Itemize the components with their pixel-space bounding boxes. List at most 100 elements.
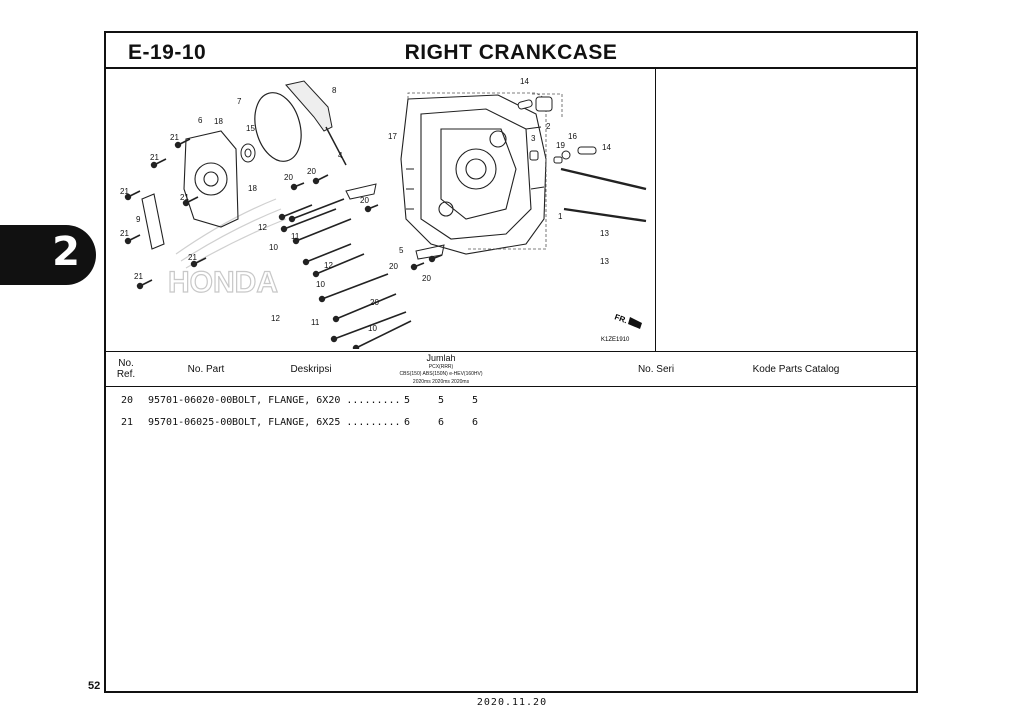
o-ring	[254, 92, 302, 162]
callout-1: 1	[558, 212, 563, 221]
callout-19: 19	[556, 141, 565, 150]
bolt-head	[428, 255, 436, 263]
callout-20: 20	[307, 167, 316, 176]
bolt-head	[150, 161, 158, 169]
callout-21: 21	[120, 229, 129, 238]
plate-4	[345, 183, 377, 200]
callout-12: 12	[271, 314, 280, 323]
col-kode: Kode Parts Catalog	[752, 364, 840, 375]
callout-6: 6	[198, 116, 203, 125]
small-parts	[517, 96, 597, 164]
col-model: PCX(RRR)	[428, 364, 454, 370]
oil-seal	[240, 143, 256, 163]
bolt	[295, 218, 352, 242]
callout-11: 11	[291, 232, 300, 241]
bolt-head	[302, 258, 310, 266]
callout-16: 16	[568, 132, 577, 141]
col-no-part: No. Part	[187, 364, 225, 375]
cell-qty-abs: 5	[438, 395, 445, 406]
callout-3: 3	[531, 134, 536, 143]
col-years: 2020ms 2020ms 2020ms	[412, 379, 470, 385]
col-no-ref: No. Ref.	[116, 358, 136, 380]
bolt	[333, 311, 407, 340]
cell-desc: BOLT, FLANGE, 6X25 .........	[232, 417, 401, 428]
cell-qty-abs: 6	[438, 417, 445, 428]
callout-labels: 1234567891010101111121212131314141516171…	[120, 77, 611, 333]
bolt-head	[292, 237, 300, 245]
pump-cover	[141, 130, 239, 250]
callout-5: 5	[399, 246, 404, 255]
bolt-group	[124, 138, 443, 352]
callout-12: 12	[258, 223, 267, 232]
dipstick	[285, 80, 347, 166]
bolt	[305, 243, 352, 263]
col-jumlah: Jumlah	[426, 353, 456, 363]
page-title: RIGHT CRANKCASE	[404, 41, 618, 64]
table-header: No. Ref. No. Part Deskripsi Jumlah PCX(R…	[106, 351, 916, 387]
callout-21: 21	[180, 193, 189, 202]
cell-part: 95701-06020-00	[148, 395, 233, 406]
page-number: 52	[88, 680, 101, 692]
bolt	[283, 208, 337, 230]
bolt	[281, 204, 313, 218]
crankcase-body	[400, 94, 547, 255]
callout-21: 21	[170, 133, 179, 142]
bolt-head	[174, 141, 182, 149]
section-code: E-19-10	[128, 41, 207, 64]
exploded-view-drawing: HONDA	[120, 77, 647, 352]
bolt-head	[124, 193, 132, 201]
bolt	[291, 198, 345, 220]
catalog-frame: E-19-10 RIGHT CRANKCASE HONDA	[104, 31, 918, 693]
cell-desc: BOLT, FLANGE, 6X20 .........	[232, 395, 401, 406]
figure-code: K1ZE1910	[601, 337, 630, 343]
callout-20: 20	[284, 173, 293, 182]
callout-14: 14	[602, 143, 611, 152]
bolt-head	[278, 213, 286, 221]
callout-20: 20	[422, 274, 431, 283]
callout-10: 10	[316, 280, 325, 289]
cell-qty-ehev: 6	[472, 417, 479, 428]
callout-21: 21	[188, 253, 197, 262]
col-deskripsi: Deskripsi	[290, 364, 332, 375]
footer-date: 2020.11.20	[476, 697, 548, 708]
bolt-head	[290, 183, 298, 191]
callout-15: 15	[246, 124, 255, 133]
stud-bolts	[560, 167, 647, 223]
callout-11: 11	[311, 318, 320, 327]
callout-21: 21	[150, 153, 159, 162]
callout-13: 13	[600, 229, 609, 238]
callout-18: 18	[248, 184, 257, 193]
bolt-head	[312, 177, 320, 185]
title-bar: E-19-10 RIGHT CRANKCASE	[106, 33, 916, 69]
bolt-head	[136, 282, 144, 290]
bolt-head	[280, 225, 288, 233]
bolt-head	[182, 199, 190, 207]
front-arrow-icon: FR.	[613, 312, 642, 329]
section-tab: 2	[0, 225, 96, 285]
image-blank-area	[656, 69, 916, 351]
bolt-head	[312, 270, 320, 278]
cell-qty-ehev: 5	[472, 395, 479, 406]
cell-qty-cbs: 5	[404, 395, 411, 406]
bolt	[355, 320, 412, 349]
cell-part: 95701-06025-00	[148, 417, 233, 428]
bolt	[315, 253, 365, 275]
table-row: 21 95701-06025-00 BOLT, FLANGE, 6X25 ...…	[106, 415, 916, 435]
leader-box	[407, 92, 563, 250]
parts-diagram: HONDA	[106, 69, 656, 352]
honda-watermark: HONDA	[168, 266, 278, 299]
callout-20: 20	[370, 298, 379, 307]
callout-12: 12	[324, 261, 333, 270]
col-variants: CBS(150) ABS(150N) e-HEV(160HV)	[399, 371, 483, 377]
bolt-head	[190, 260, 198, 268]
callout-21: 21	[120, 187, 129, 196]
bolt-head	[352, 344, 360, 352]
cell-qty-cbs: 6	[404, 417, 411, 428]
bolt-head	[364, 205, 372, 213]
col-no-seri: No. Seri	[637, 364, 675, 375]
bolt-head	[124, 237, 132, 245]
cell-ref: 21	[121, 417, 134, 428]
svg-text:FR.: FR.	[613, 312, 628, 325]
bolt-head	[332, 315, 340, 323]
callout-14: 14	[520, 77, 529, 86]
